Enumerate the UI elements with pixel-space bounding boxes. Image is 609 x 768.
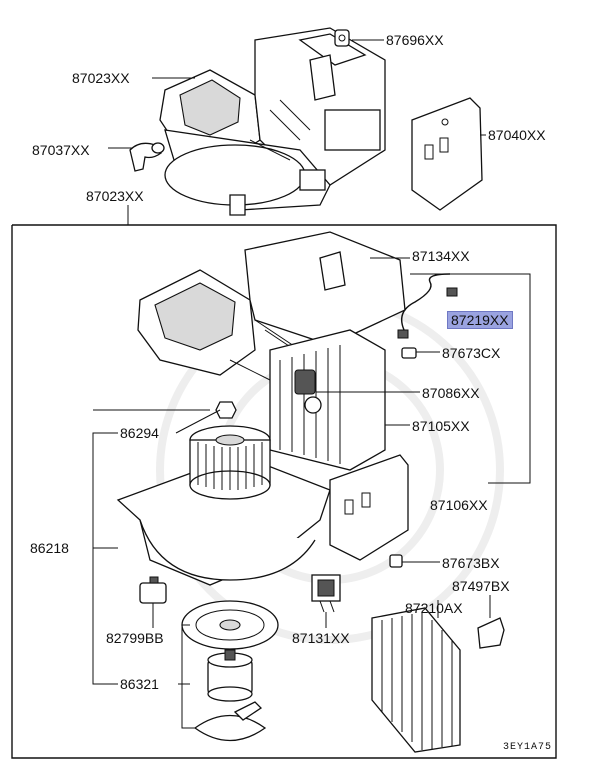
leader-lines: [92, 39, 531, 729]
part-label-82799bb[interactable]: 82799BB: [106, 630, 164, 646]
lower-heater-unit-drawing: [116, 231, 409, 586]
part-label-87037xx[interactable]: 87037XX: [32, 142, 90, 158]
part-label-87086xx[interactable]: 87086XX: [422, 385, 480, 401]
part-label-87696xx[interactable]: 87696XX: [386, 32, 444, 48]
part-label-87023xx-lower[interactable]: 87023XX: [86, 188, 144, 204]
part-label-87673cx[interactable]: 87673CX: [442, 345, 501, 361]
assembly-frame: [11, 224, 557, 759]
side-panel-drawing: [411, 97, 483, 211]
part-label-87497bx[interactable]: 87497BX: [452, 578, 510, 594]
part-label-87210ax[interactable]: 87210AX: [405, 600, 463, 616]
air-filter-drawing: [371, 607, 461, 753]
diagram-code: 3EY1A75: [503, 742, 553, 753]
part-label-86294[interactable]: 86294: [120, 425, 159, 441]
clip-cx-drawing: [401, 347, 417, 359]
part-label-87131xx[interactable]: 87131XX: [292, 630, 350, 646]
wiring-harness-drawing: [397, 273, 458, 339]
elbow-duct-drawing: [129, 142, 165, 172]
part-label-87040xx[interactable]: 87040XX: [488, 127, 546, 143]
part-label-86218[interactable]: 86218: [30, 540, 69, 556]
part-label-87023xx-upper[interactable]: 87023XX: [72, 70, 130, 86]
resistor-drawing: [311, 574, 341, 613]
clip-drawing: [334, 29, 350, 47]
part-label-87106xx[interactable]: 87106XX: [430, 497, 488, 513]
small-bracket-drawing: [477, 617, 505, 649]
part-label-87219xx[interactable]: 87219XX: [447, 311, 513, 329]
blower-motor-drawing: [181, 600, 279, 741]
expansion-valve-drawing: [294, 369, 322, 414]
connector-drawing: [139, 576, 167, 604]
part-label-87673bx[interactable]: 87673BX: [442, 555, 500, 571]
part-label-86321[interactable]: 86321: [120, 676, 159, 692]
part-label-87105xx[interactable]: 87105XX: [412, 418, 470, 434]
upper-heater-unit-drawing: [159, 27, 386, 216]
part-label-87134xx[interactable]: 87134XX: [412, 248, 470, 264]
clip-bx-drawing: [389, 554, 403, 568]
